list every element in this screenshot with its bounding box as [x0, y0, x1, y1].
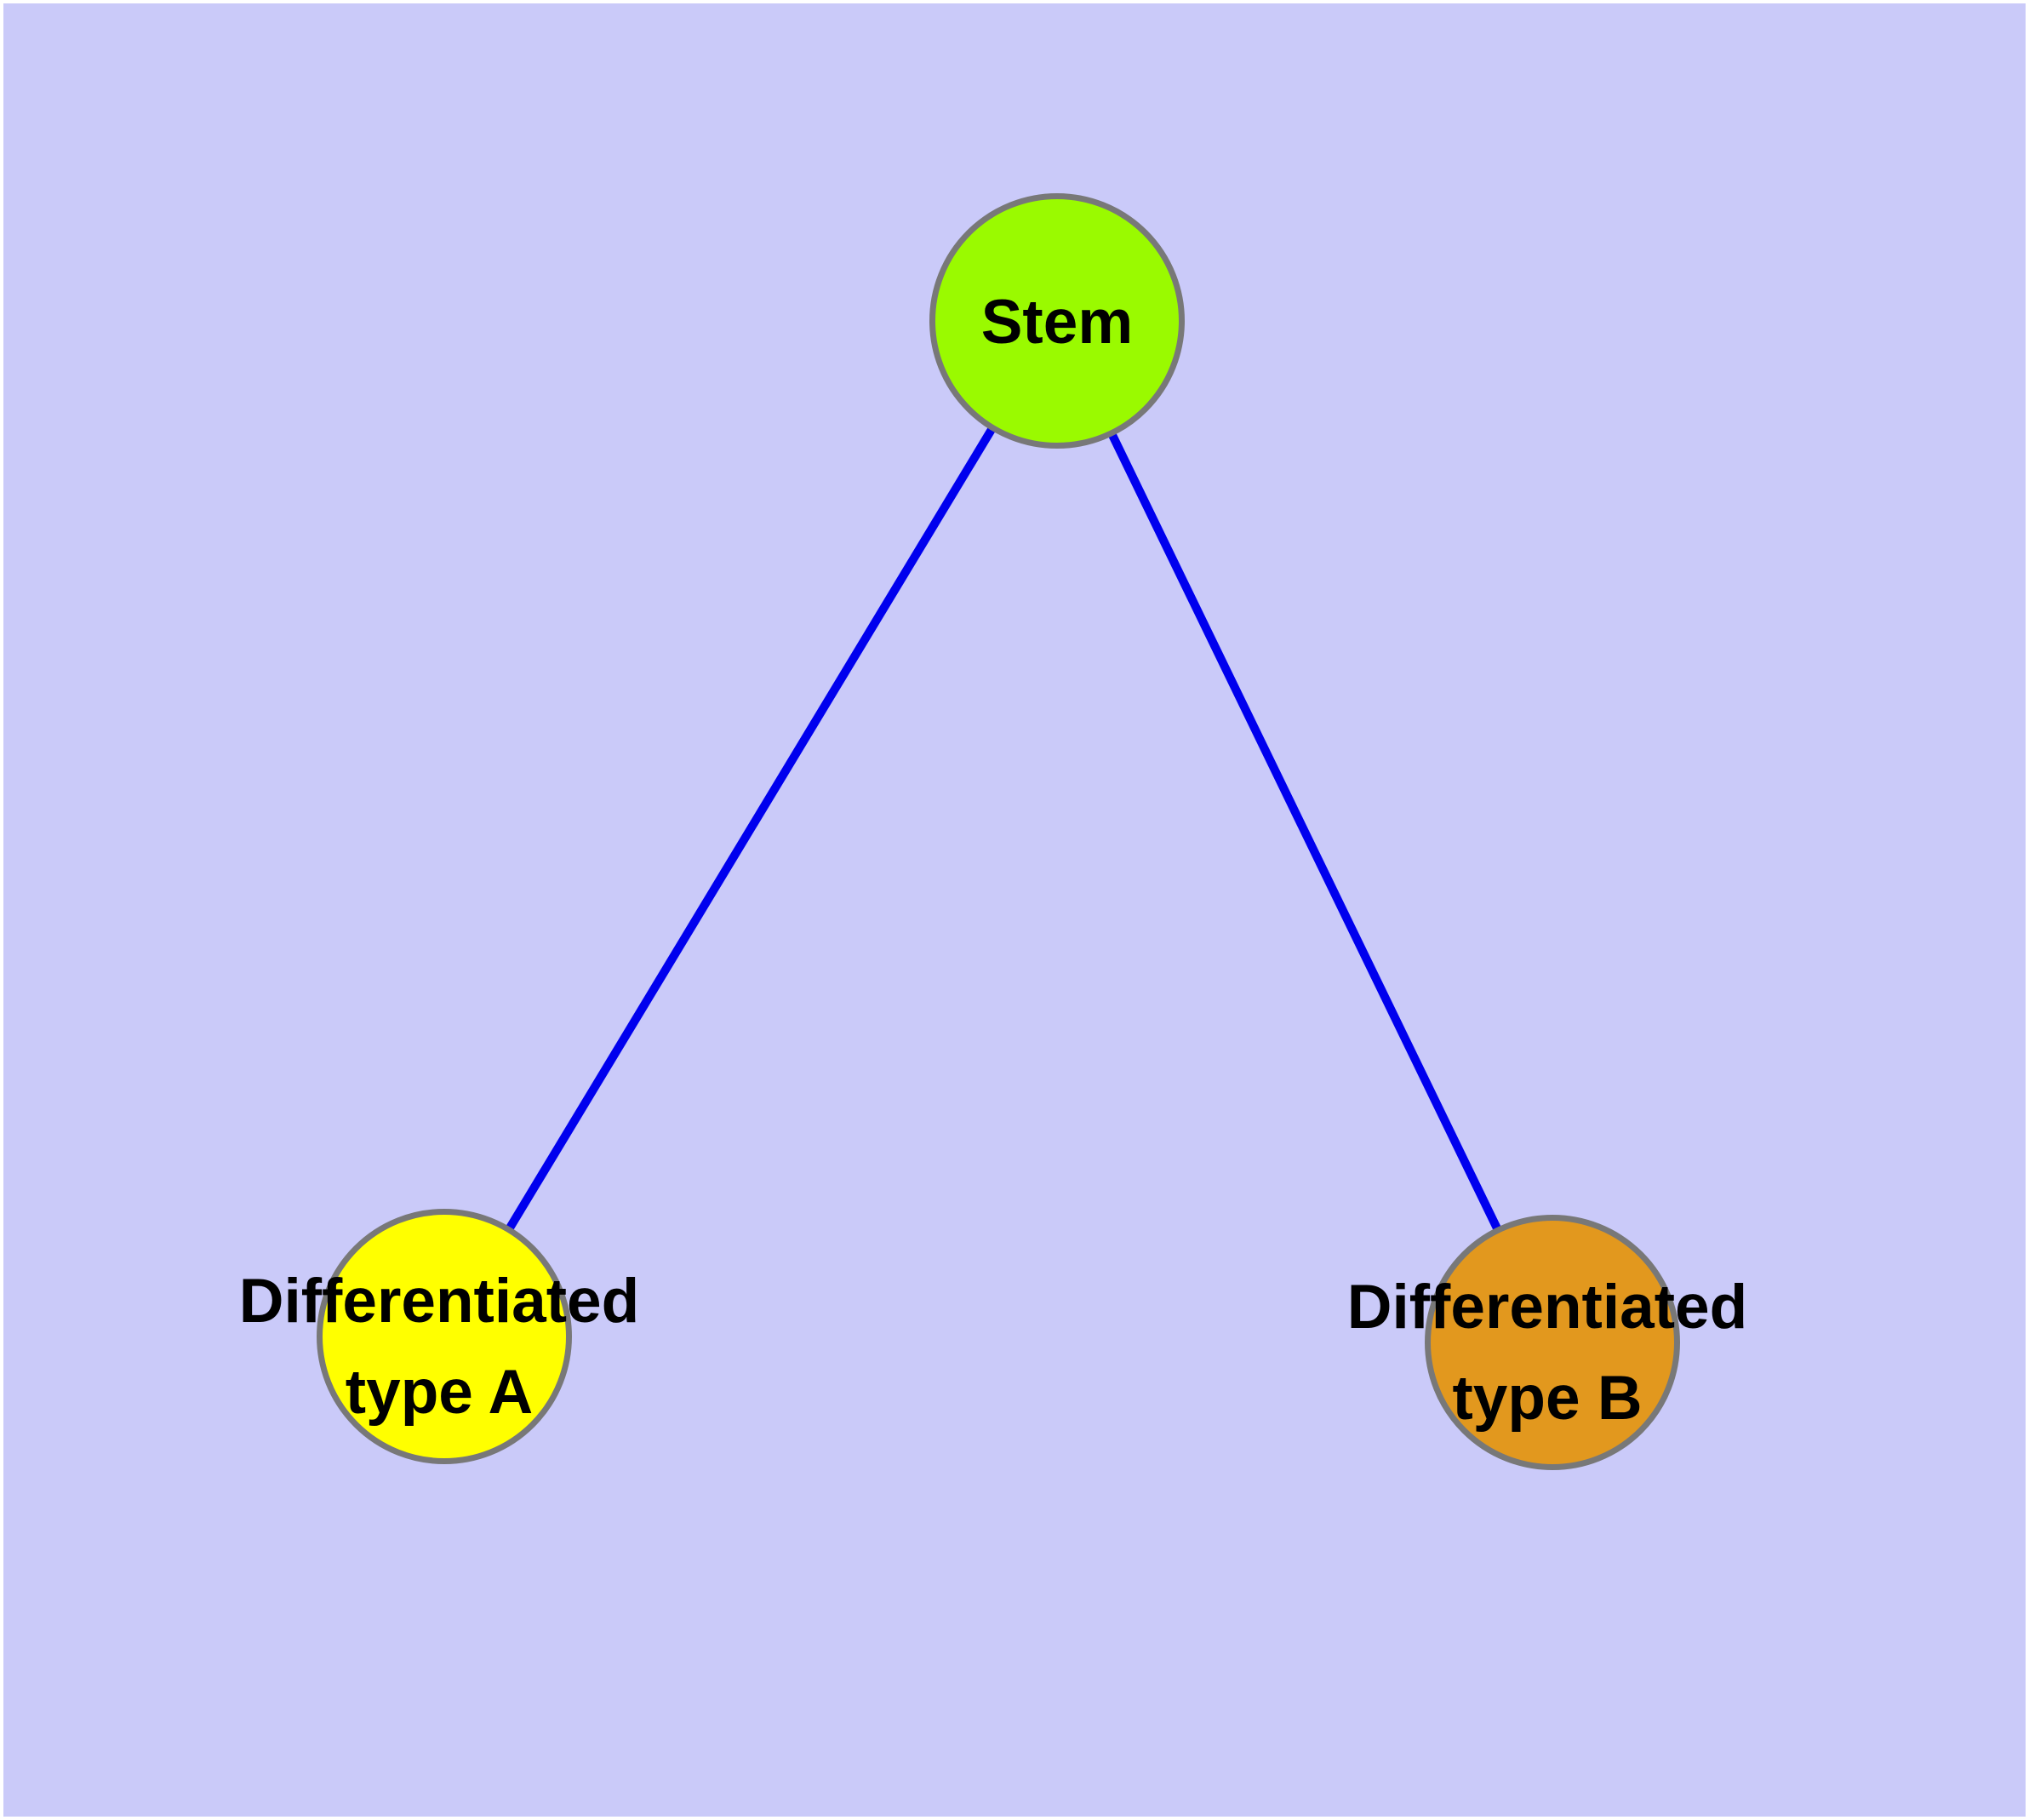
node-differentiated-type-b: [1425, 1215, 1680, 1470]
node-stem: [929, 193, 1185, 449]
edges-layer: [440, 318, 1557, 1345]
graph-canvas: Stem Differentiated type A Differentiate…: [3, 3, 2026, 1817]
node-stem-label: Stem: [980, 288, 1134, 357]
node-differentiated-type-a: [317, 1209, 572, 1464]
edge-stem-to-type-b: [1053, 318, 1557, 1345]
edge-stem-to-type-a: [440, 318, 1061, 1339]
node-differentiated-type-a-label: Differentiated type A: [238, 1267, 640, 1427]
node-differentiated-type-b-label: Differentiated type B: [1346, 1273, 1748, 1433]
